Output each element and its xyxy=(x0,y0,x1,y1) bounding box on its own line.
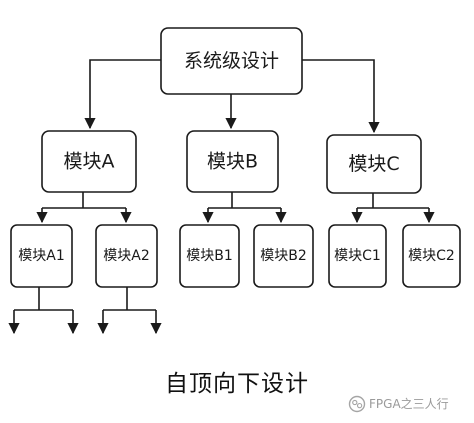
module-node-c-box xyxy=(326,134,422,194)
sub-module-node-a2: 模块A2 xyxy=(95,224,158,288)
sub-module-node-b1-label: 模块B1 xyxy=(186,248,233,264)
sub-module-node-b1-box xyxy=(179,224,240,288)
module-node-c-label: 模块C xyxy=(348,153,399,175)
sub-module-node-c2: 模块C2 xyxy=(402,224,461,288)
module-node-a-label: 模块A xyxy=(64,151,115,173)
sub-module-node-b2: 模块B2 xyxy=(253,224,314,288)
module-node-b-box xyxy=(186,130,279,193)
watermark: FPGA之三人行 xyxy=(348,395,449,413)
sub-module-a2-connectors xyxy=(97,287,162,335)
sub-module-node-c2-box xyxy=(402,224,461,288)
root-node-box xyxy=(160,27,303,95)
module-node-a-box xyxy=(41,130,137,193)
module-node-b-label: 模块B xyxy=(207,151,258,173)
sub-module-node-a2-label: 模块A2 xyxy=(103,248,149,264)
wechat-official-account-icon xyxy=(348,395,366,413)
sub-module-node-c2-label: 模块C2 xyxy=(408,248,455,264)
root-node-label: 系统级设计 xyxy=(184,50,279,72)
module-a-connectors xyxy=(36,192,132,224)
module-b-connectors xyxy=(202,192,287,224)
sub-module-node-a2-box xyxy=(95,224,158,288)
sub-module-node-a1-label: 模块A1 xyxy=(18,248,64,264)
root-connectors xyxy=(84,59,380,134)
edge-root-to-module-c xyxy=(302,59,380,134)
edge-root-to-module-a xyxy=(84,59,161,130)
sub-module-node-b2-box xyxy=(253,224,314,288)
sub-module-node-c1-box xyxy=(328,224,387,288)
sub-module-node-c1: 模块C1 xyxy=(328,224,387,288)
module-node-a: 模块A xyxy=(41,130,137,193)
sub-module-a1-connectors xyxy=(8,287,79,335)
sub-module-node-a1-box xyxy=(10,224,73,288)
watermark-text: FPGA之三人行 xyxy=(369,397,449,411)
module-node-c: 模块C xyxy=(326,134,422,194)
sub-module-node-a1: 模块A1 xyxy=(10,224,73,288)
root-node: 系统级设计 xyxy=(160,27,303,95)
module-node-b: 模块B xyxy=(186,130,279,193)
sub-module-node-b2-label: 模块B2 xyxy=(260,248,307,264)
diagram-caption: 自顶向下设计 xyxy=(165,371,309,397)
sub-module-node-c1-label: 模块C1 xyxy=(334,248,381,264)
sub-module-node-b1: 模块B1 xyxy=(179,224,240,288)
module-c-connectors xyxy=(351,193,435,224)
